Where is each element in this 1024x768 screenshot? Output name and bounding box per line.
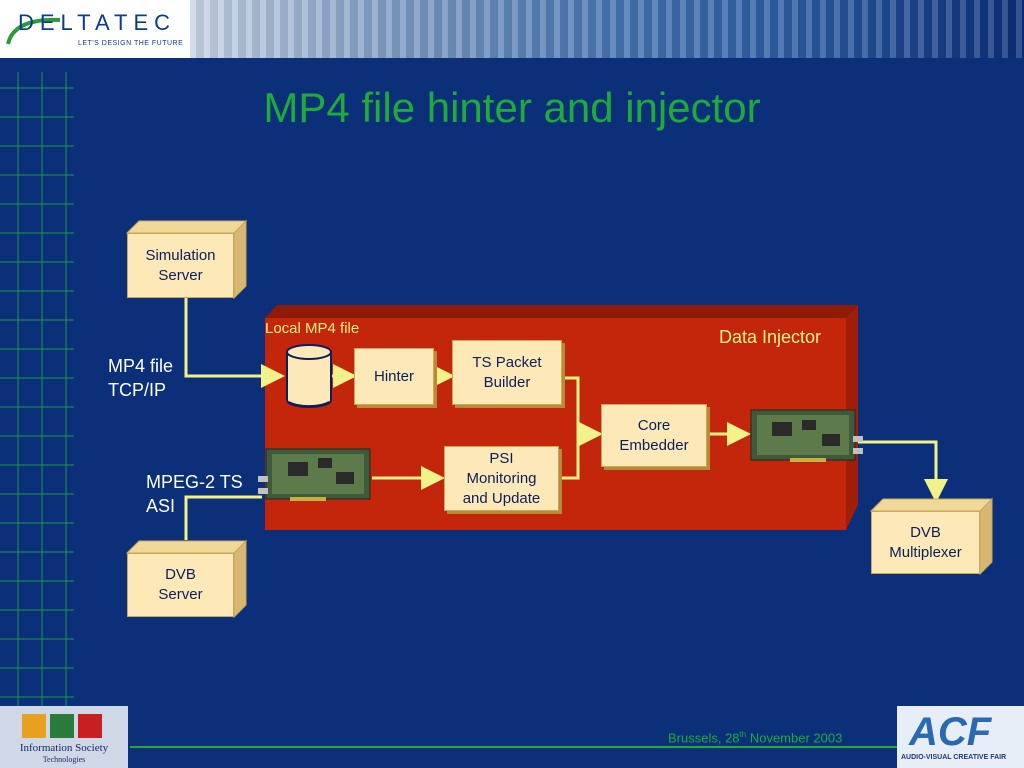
mp4-link-line1: MP4 file <box>108 356 174 376</box>
local-file-label: Local MP4 file <box>265 320 360 337</box>
merge-line <box>562 376 580 480</box>
dvb-multiplexer-line2: Multiplexer <box>889 543 962 561</box>
footer-location-sup: th <box>739 730 747 739</box>
logo-swoosh-icon <box>6 17 61 45</box>
ts-builder-line1: TS Packet <box>472 353 542 371</box>
mp4-link-line2: TCP/IP <box>108 380 167 400</box>
hinter-box: Hinter <box>354 348 434 405</box>
mpeg-link-line2: ASI <box>146 496 176 516</box>
acf-logo: ACF AUDIO-VISUAL CREATIVE FAIR <box>897 706 1024 768</box>
mp4-link-label: MP4 file TCP/IP <box>108 354 173 402</box>
mpeg-link-label: MPEG-2 TS ASI <box>146 470 243 518</box>
ist-wave-icon <box>50 714 74 738</box>
deltatec-logo: DELTATEC LET'S DESIGN THE FUTURE <box>0 0 190 58</box>
psi-line3: and Update <box>462 489 541 507</box>
dvb-server-box: DVB Server <box>127 553 234 617</box>
header-banner: DELTATEC LET'S DESIGN THE FUTURE <box>0 0 1024 58</box>
hinter-label: Hinter <box>373 367 414 385</box>
dvb-server-line1: DVB <box>165 566 196 583</box>
core-line1: Core <box>637 416 671 434</box>
dvb-multiplexer-box: DVB Multiplexer <box>871 511 980 574</box>
local-file-cylinder-icon <box>286 344 332 408</box>
mp4-tcpip-link <box>184 298 285 388</box>
psi-line2: Monitoring <box>466 469 537 487</box>
ist-logo-line1: Information Society <box>19 742 109 754</box>
dvb-server-box-3d <box>125 539 248 619</box>
footer-location: Brussels, 28th November 2003 <box>668 730 842 745</box>
logo-text: DELTATEC <box>18 10 177 35</box>
simulation-server-line1: Simulation <box>145 246 216 264</box>
dvb-server-line2: Server <box>158 586 203 603</box>
simulation-server-line2: Server <box>158 266 203 284</box>
psi-monitoring-box: PSI Monitoring and Update <box>444 446 559 511</box>
dvb-multiplexer-line1: DVB <box>910 523 941 541</box>
logo-tagline: LET'S DESIGN THE FUTURE <box>78 40 184 47</box>
mpeg2-asi-link <box>184 495 262 540</box>
footer-location-prefix: Brussels, 28 <box>668 730 740 746</box>
ist-logo-line2: Technologies <box>42 755 86 764</box>
mpeg-link-line1: MPEG-2 TS <box>146 472 243 492</box>
ist-arrow-icon <box>22 714 46 738</box>
simulation-server-box-3d <box>125 219 248 300</box>
input-board-card-icon <box>258 448 371 501</box>
ts-builder-line2: Builder <box>483 373 531 391</box>
acf-logo-text: ACF <box>909 710 992 754</box>
psi-line1: PSI <box>489 449 514 467</box>
injector-title: Data Injector <box>719 327 822 347</box>
output-board-card-icon <box>750 409 863 462</box>
card-to-multiplexer-arrow <box>858 440 948 503</box>
footer-rule <box>130 746 900 748</box>
slide-title: MP4 file hinter and injector <box>263 84 761 131</box>
footer-location-suffix: November 2003 <box>746 730 843 746</box>
ist-logo: Information Society Technologies <box>0 706 128 768</box>
decorative-grid <box>0 72 74 712</box>
acf-logo-sub: AUDIO-VISUAL CREATIVE FAIR <box>901 754 1007 761</box>
ist-approx-icon <box>78 714 102 738</box>
header-photo <box>190 0 1024 58</box>
core-line2: Embedder <box>619 436 689 454</box>
